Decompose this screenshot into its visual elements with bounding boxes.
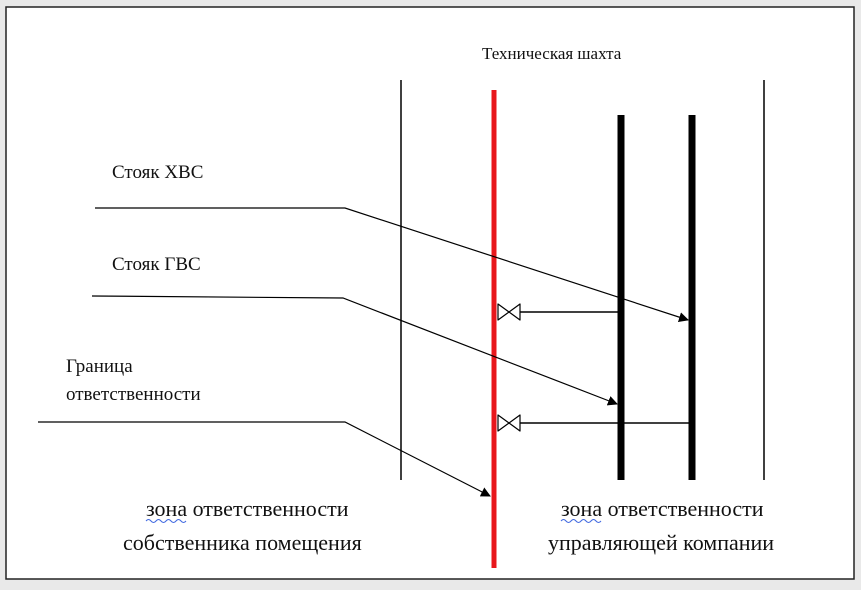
diagram-title: Техническая шахта — [482, 44, 622, 63]
page-border — [5, 6, 855, 580]
boundary-leader-arrow — [38, 421, 491, 497]
hot-water-valve-icon — [497, 303, 521, 321]
company-zone-caption-line1: зона ответственности — [561, 496, 764, 521]
hot-riser-leader-arrow — [91, 295, 618, 406]
owner-zone-caption-line2: собственника помещения — [123, 530, 362, 555]
cold-riser-leader-arrow — [95, 207, 689, 322]
cold-riser-label: Стояк ХВС — [112, 162, 203, 183]
spellcheck-underline-company — [560, 519, 602, 523]
company-zone-caption-line2: управляющей компании — [548, 530, 774, 555]
hot-riser-label: Стояк ГВС — [112, 254, 201, 275]
spellcheck-underline-owner — [145, 519, 187, 523]
cold-water-valve-icon — [497, 414, 521, 432]
owner-zone-caption-line1: зона ответственности — [146, 496, 349, 521]
boundary-label-line1: Граница — [66, 356, 133, 377]
boundary-label-line2: ответственности — [66, 384, 201, 405]
